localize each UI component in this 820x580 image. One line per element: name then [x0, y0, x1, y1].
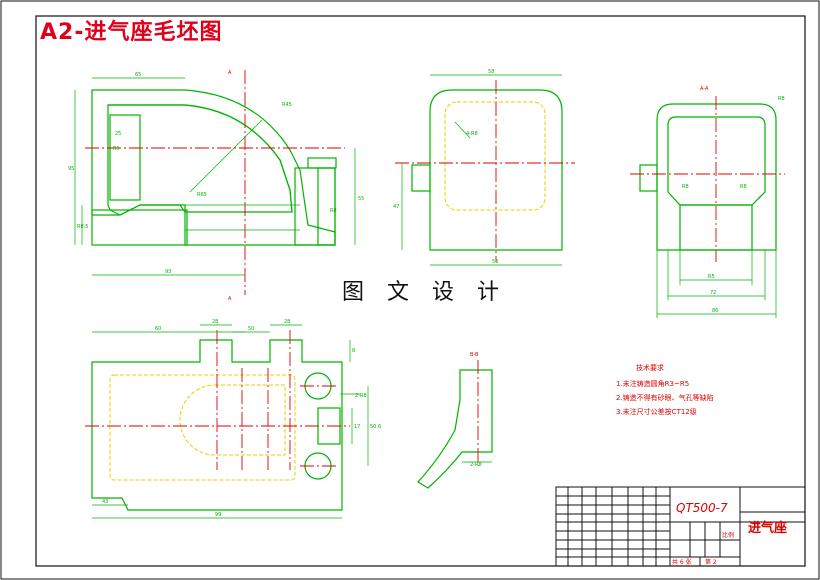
- tech-req-heading: 技术要求: [636, 363, 664, 372]
- scale-label: 比例: [722, 531, 734, 539]
- watermark-text: 图 文 设 计: [342, 280, 507, 305]
- svg-text:93: 93: [165, 269, 171, 275]
- svg-text:99: 99: [215, 512, 221, 518]
- front-section-hatch: [91, 89, 336, 246]
- svg-text:25: 25: [115, 131, 121, 137]
- svg-text:R5: R5: [708, 274, 715, 280]
- side-view: 4-R8 58 56 47: [393, 69, 575, 266]
- section-label-bottom-a: A: [228, 296, 232, 302]
- svg-text:47: 47: [393, 204, 399, 210]
- section-label-top-a: A: [228, 70, 232, 76]
- svg-text:R9: R9: [113, 146, 120, 152]
- svg-text:R8: R8: [740, 184, 747, 190]
- material-code: QT500-7: [676, 501, 728, 515]
- part-name: 进气座: [748, 520, 787, 536]
- svg-text:43: 43: [102, 499, 108, 505]
- svg-text:65: 65: [135, 72, 141, 78]
- svg-text:58: 58: [488, 69, 494, 75]
- svg-text:50: 50: [248, 326, 254, 332]
- section-label-bb: B-B: [470, 352, 479, 358]
- svg-text:2-R8: 2-R8: [355, 393, 367, 399]
- svg-text:28: 28: [284, 319, 290, 325]
- top-view: 60 28 50 28 99 43 8 17 50.6 2-R8: [85, 319, 381, 519]
- svg-text:2-R8: 2-R8: [470, 462, 482, 468]
- svg-text:R8: R8: [682, 184, 689, 190]
- tech-req-item-3: 3.未注尺寸公差按CT12级: [616, 407, 697, 416]
- svg-text:95: 95: [68, 166, 74, 172]
- svg-text:R8: R8: [330, 208, 337, 214]
- title-block: [555, 486, 806, 567]
- svg-text:72: 72: [710, 290, 716, 296]
- tech-req-item-2: 2.铸造不得有砂眼、气孔等缺陷: [616, 393, 714, 402]
- svg-text:50.6: 50.6: [370, 424, 381, 430]
- inner-border: [35, 15, 806, 567]
- svg-text:8: 8: [352, 348, 355, 354]
- aa-section-view: R5 72 86 R8 R8 R8: [630, 96, 785, 318]
- sheet-number: 第 2: [705, 558, 717, 566]
- svg-text:R8: R8: [778, 96, 785, 102]
- section-label-aa: A-A: [700, 86, 709, 92]
- svg-text:R45: R45: [282, 102, 292, 108]
- svg-text:R65: R65: [197, 192, 207, 198]
- front-section-view: 65 93 95 R8.5 55 R45 R65 R8 R9 25: [68, 70, 364, 295]
- sheet-total: 共 6 张: [672, 558, 692, 566]
- svg-text:86: 86: [712, 308, 718, 314]
- svg-text:R8.5: R8.5: [77, 224, 88, 230]
- svg-text:17: 17: [354, 424, 360, 430]
- bb-section-view: 2-R8: [417, 360, 493, 489]
- drawing-title: A2-进气座毛坯图: [40, 20, 223, 45]
- svg-text:28: 28: [212, 319, 218, 325]
- svg-text:4-R8: 4-R8: [466, 131, 478, 137]
- svg-text:55: 55: [358, 196, 364, 202]
- svg-text:56: 56: [492, 259, 498, 265]
- svg-text:60: 60: [155, 326, 161, 332]
- tech-req-item-1: 1.未注铸造圆角R3~R5: [616, 379, 689, 388]
